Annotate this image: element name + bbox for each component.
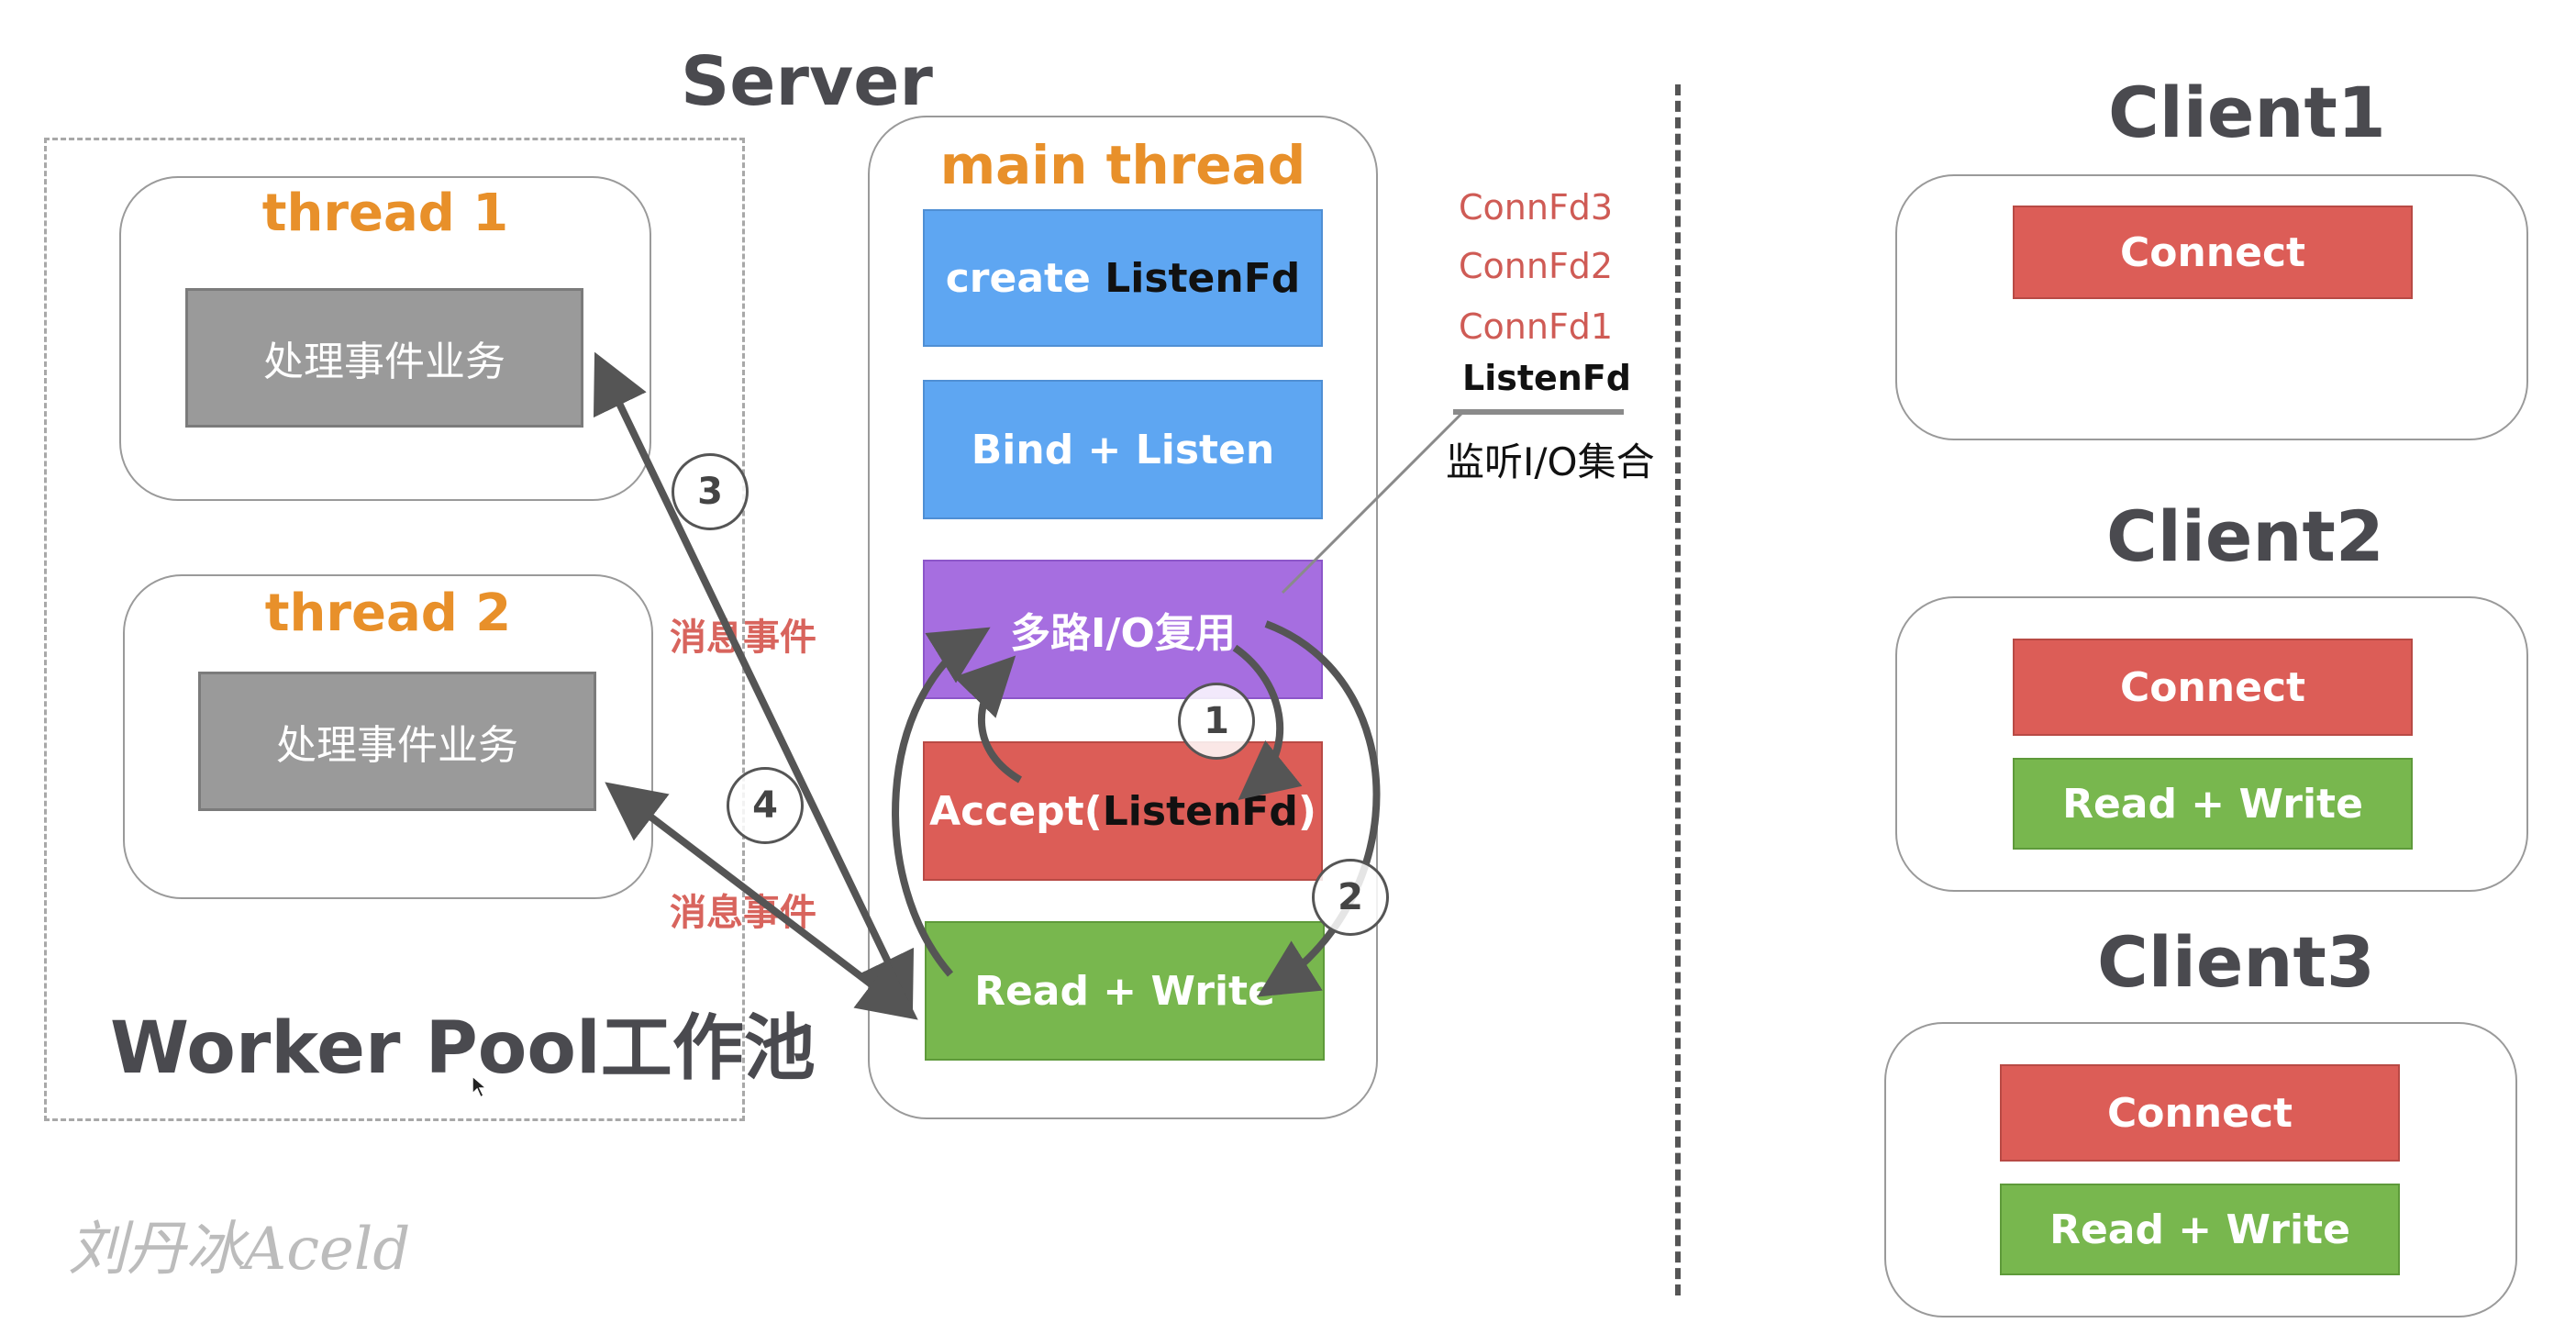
step-1: 1 bbox=[1178, 683, 1255, 760]
client1-connect: Connect bbox=[2013, 206, 2413, 299]
thread1-box bbox=[119, 176, 651, 501]
arrow-1-multiplex-to-accept bbox=[1232, 644, 1303, 801]
divider-line bbox=[1675, 84, 1681, 1295]
client2-title: Client2 bbox=[2106, 495, 2384, 577]
main-thread-title: main thread bbox=[939, 134, 1306, 196]
thread1-title: thread 1 bbox=[261, 183, 509, 243]
step-3: 3 bbox=[672, 453, 749, 530]
server-title: Server bbox=[681, 42, 933, 121]
client2-box bbox=[1895, 596, 2528, 892]
connfd2-label: ConnFd2 bbox=[1459, 246, 1614, 286]
arrow-2-multiplex-to-readwrite bbox=[1257, 620, 1381, 997]
mouse-cursor-icon bbox=[472, 1075, 488, 1099]
connfd3-label: ConnFd3 bbox=[1459, 187, 1614, 228]
arrow-accept-to-multiplex bbox=[953, 655, 1023, 784]
accept-label: Accept( bbox=[929, 787, 1103, 835]
create-listenfd-label: ListenFd bbox=[1105, 254, 1301, 302]
bind-listen-block: Bind + Listen bbox=[923, 380, 1323, 519]
client2-connect: Connect bbox=[2013, 639, 2413, 736]
arrow-4 bbox=[605, 782, 918, 1020]
worker-pool-label: Worker Pool工作池 bbox=[110, 1007, 816, 1090]
client3-connect: Connect bbox=[2000, 1064, 2400, 1162]
client3-read-write: Read + Write bbox=[2000, 1184, 2400, 1275]
client3-box bbox=[1884, 1022, 2517, 1317]
thread2-task: 处理事件业务 bbox=[198, 672, 596, 811]
create-listenfd-block: create ListenFd bbox=[923, 209, 1323, 347]
read-write-block: Read + Write bbox=[925, 921, 1325, 1061]
accept-close-paren: ) bbox=[1297, 787, 1316, 835]
thread1-task: 处理事件业务 bbox=[185, 288, 583, 428]
connfd1-label: ConnFd1 bbox=[1459, 306, 1614, 347]
client2-read-write: Read + Write bbox=[2013, 758, 2413, 850]
watermark: 刘丹冰Aceld bbox=[68, 1216, 411, 1284]
fd-set-underline bbox=[1453, 409, 1624, 415]
step-2: 2 bbox=[1312, 859, 1389, 936]
arrow-3 bbox=[593, 351, 915, 1014]
client3-title: Client3 bbox=[2097, 921, 2375, 1003]
create-label: create bbox=[945, 254, 1105, 302]
client1-title: Client1 bbox=[2108, 72, 2386, 153]
fd-set-pointer-line bbox=[1281, 411, 1464, 595]
step-4: 4 bbox=[727, 767, 804, 844]
arrow-readwrite-to-multiplex bbox=[892, 627, 991, 977]
fd-set-label: 监听I/O集合 bbox=[1446, 439, 1655, 484]
listenfd-label: ListenFd bbox=[1462, 358, 1632, 398]
client1-box bbox=[1895, 174, 2528, 440]
thread2-title: thread 2 bbox=[264, 584, 512, 643]
